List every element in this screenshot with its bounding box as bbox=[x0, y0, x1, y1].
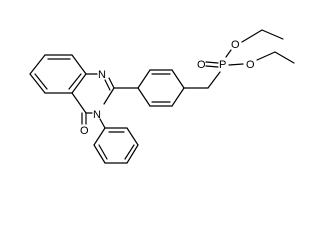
bond bbox=[126, 144, 139, 164]
ester-oxygen-label: O bbox=[231, 39, 240, 51]
bond bbox=[207, 71, 221, 89]
bond bbox=[171, 69, 185, 89]
bond bbox=[261, 29, 284, 40]
bond bbox=[256, 51, 276, 61]
bond bbox=[126, 127, 139, 146]
atom-labels: N N O O P O O bbox=[80, 39, 255, 137]
molecule-drawing: N N O O P O O bbox=[29, 29, 295, 164]
bond bbox=[34, 73, 48, 90]
bond-lines bbox=[29, 29, 295, 164]
phosphoryl-oxygen-label: O bbox=[197, 59, 206, 71]
carbonyl-oxygen-label: O bbox=[80, 125, 89, 137]
bond bbox=[71, 92, 87, 114]
bond bbox=[103, 87, 115, 105]
ester-oxygen-label: O bbox=[246, 59, 255, 71]
bond bbox=[29, 54, 46, 75]
bond bbox=[71, 73, 87, 94]
bond bbox=[29, 73, 46, 94]
bond bbox=[228, 63, 244, 66]
bond bbox=[205, 65, 219, 68]
bond bbox=[241, 29, 263, 43]
bond bbox=[93, 144, 106, 164]
nitrogen-atom-label: N bbox=[98, 69, 106, 81]
bond bbox=[124, 144, 135, 160]
bond bbox=[225, 49, 232, 58]
bond bbox=[68, 73, 82, 90]
bond bbox=[93, 127, 106, 146]
bond bbox=[98, 144, 108, 160]
nitrogen-atom-label: N bbox=[93, 109, 101, 121]
bond bbox=[108, 77, 115, 89]
bond bbox=[205, 61, 219, 64]
bond bbox=[99, 118, 106, 129]
bond bbox=[171, 87, 185, 107]
bond bbox=[137, 69, 151, 89]
bond bbox=[104, 79, 111, 91]
phosphorus-atom-label: P bbox=[219, 59, 226, 71]
bond bbox=[137, 87, 151, 107]
bond bbox=[71, 54, 87, 75]
structure-diagram: N N O O P O O bbox=[29, 29, 295, 164]
bond bbox=[274, 51, 295, 64]
